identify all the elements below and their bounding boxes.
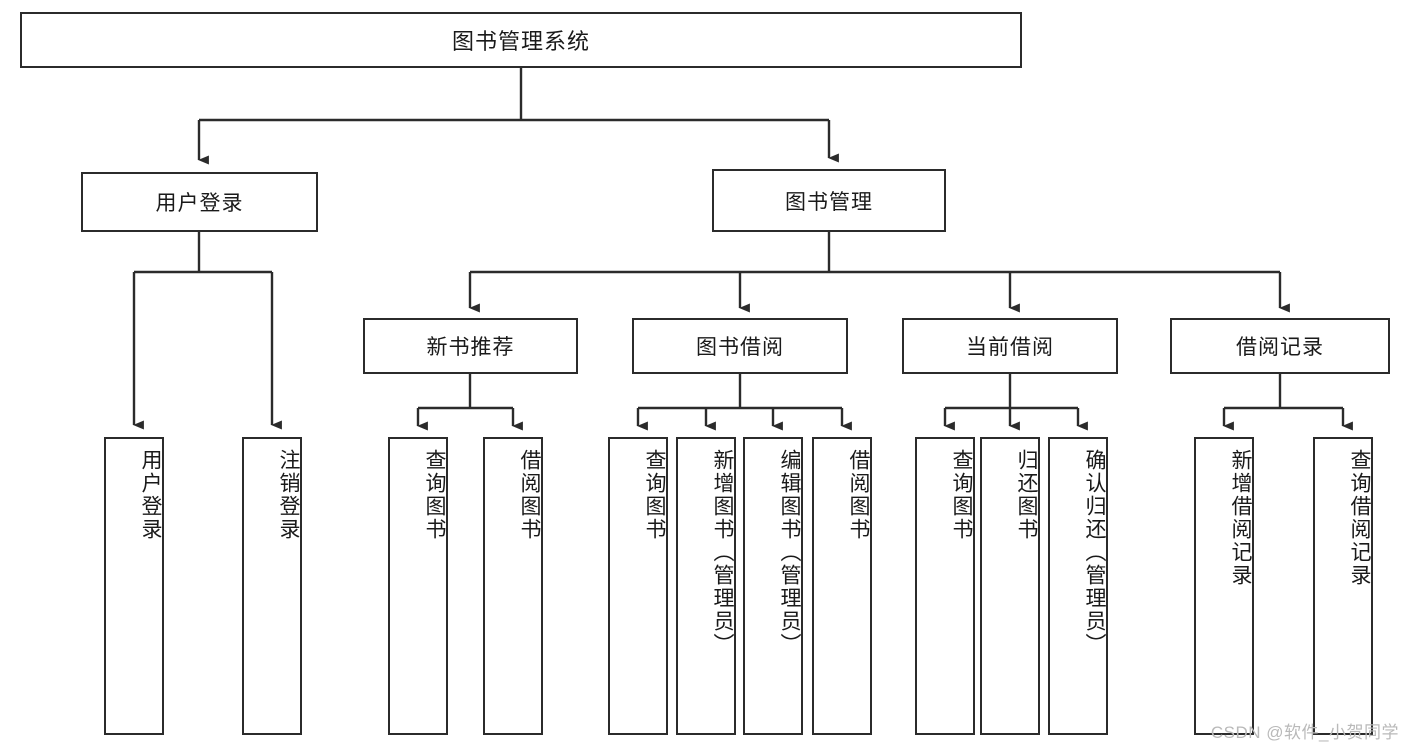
node-leaf-add-book[interactable]: 新增图书（管理员） bbox=[676, 437, 736, 735]
node-borrow-record[interactable]: 借阅记录 bbox=[1170, 318, 1390, 374]
node-leaf-borrow-book-1[interactable]: 借阅图书 bbox=[483, 437, 543, 735]
leaf-label: 归还图书 bbox=[1015, 449, 1038, 541]
node-leaf-borrow-book-2[interactable]: 借阅图书 bbox=[812, 437, 872, 735]
node-leaf-confirm-return[interactable]: 确认归还（管理员） bbox=[1048, 437, 1108, 735]
node-current-borrow[interactable]: 当前借阅 bbox=[902, 318, 1118, 374]
leaf-label: 借阅图书 bbox=[847, 449, 870, 541]
node-leaf-query-record[interactable]: 查询借阅记录 bbox=[1313, 437, 1373, 735]
node-leaf-logout-login[interactable]: 注销登录 bbox=[242, 437, 302, 735]
leaf-label: 借阅图书 bbox=[518, 449, 541, 541]
leaf-label: 新增图书（管理员） bbox=[711, 449, 734, 656]
leaf-label: 注销登录 bbox=[277, 449, 300, 541]
leaf-label: 查询图书 bbox=[423, 449, 446, 541]
leaf-label: 查询借阅记录 bbox=[1348, 449, 1371, 587]
leaf-label: 查询图书 bbox=[950, 449, 973, 541]
leaf-label: 用户登录 bbox=[139, 449, 162, 541]
leaf-label: 编辑图书（管理员） bbox=[778, 449, 801, 656]
csdn-watermark: CSDN @软件_小贺同学 bbox=[1210, 723, 1399, 742]
node-leaf-add-record[interactable]: 新增借阅记录 bbox=[1194, 437, 1254, 735]
node-leaf-return-book[interactable]: 归还图书 bbox=[980, 437, 1040, 735]
node-book-borrow[interactable]: 图书借阅 bbox=[632, 318, 848, 374]
leaf-label: 新增借阅记录 bbox=[1229, 449, 1252, 587]
leaf-label: 确认归还（管理员） bbox=[1083, 449, 1106, 656]
node-root-system[interactable]: 图书管理系统 bbox=[20, 12, 1022, 68]
node-leaf-edit-book[interactable]: 编辑图书（管理员） bbox=[743, 437, 803, 735]
leaf-label: 查询图书 bbox=[643, 449, 666, 541]
node-new-book-recommend[interactable]: 新书推荐 bbox=[363, 318, 578, 374]
node-leaf-query-book-1[interactable]: 查询图书 bbox=[388, 437, 448, 735]
node-leaf-query-book-3[interactable]: 查询图书 bbox=[915, 437, 975, 735]
node-leaf-user-login[interactable]: 用户登录 bbox=[104, 437, 164, 735]
node-leaf-query-book-2[interactable]: 查询图书 bbox=[608, 437, 668, 735]
node-book-management[interactable]: 图书管理 bbox=[712, 169, 946, 232]
node-user-login[interactable]: 用户登录 bbox=[81, 172, 318, 232]
